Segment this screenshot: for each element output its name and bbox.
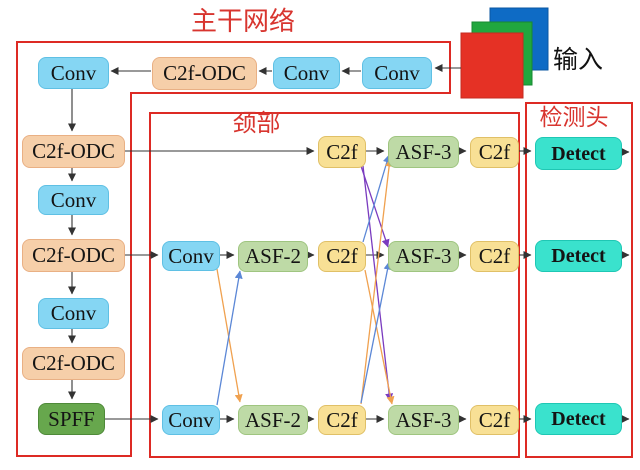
node-neck-row2-conv: Conv [162,241,220,271]
node-neck-row1-asf3: ASF-3 [388,136,459,168]
node-head-row2-detect: Detect [535,240,622,272]
node-neck-row3-asf3: ASF-3 [388,405,459,435]
backbone-region-box [16,41,451,457]
edges-group [68,64,630,423]
edge-orange-35 [360,158,394,405]
node-head-row1-detect: Detect [535,137,622,170]
backbone-title: 主干网络 [190,7,295,36]
node-backbone-top-conv-2: Conv [273,57,340,89]
head-title: 检测头 [539,105,609,130]
node-neck-row3-asf2: ASF-2 [238,405,308,435]
node-backbone-top-conv-3: Conv [362,57,432,89]
node-neck-row2-asf2: ASF-2 [238,241,308,272]
node-neck-row3-conv: Conv [162,405,220,435]
node-neck-row1-c2f-a: C2f [318,136,366,168]
node-neck-row2-c2f-a: C2f [318,241,366,272]
node-backbone-conv-1: Conv [38,185,109,215]
node-backbone-c2f-odc-2: C2f-ODC [22,239,125,272]
edge-blue-36 [360,261,392,404]
node-neck-row2-c2f-b: C2f [470,241,519,272]
node-neck-row1-c2f-b: C2f [470,137,519,168]
node-neck-row3-c2f-a: C2f [318,405,366,435]
node-backbone-c2f-odc-3: C2f-ODC [22,347,125,380]
node-backbone-top-conv-1: Conv [38,57,109,89]
edge-blue-33 [362,154,391,243]
edge-purple-32 [362,165,394,402]
neck-title: 颈部 [232,111,281,137]
node-neck-row3-c2f-b: C2f [470,405,519,435]
input-label: 输入 [552,47,603,74]
edge-blue-30 [216,270,243,406]
head-region-box [525,102,633,458]
node-backbone-c2f-odc-1: C2f-ODC [22,135,125,168]
node-head-row3-detect: Detect [535,403,622,435]
edge-purple-31 [360,165,390,248]
input-image-red [460,32,524,99]
edge-orange-34 [364,269,395,405]
neck-region-box [149,112,520,458]
node-backbone-spff: SPFF [38,403,105,435]
node-backbone-conv-2: Conv [38,298,109,329]
node-neck-row2-asf3: ASF-3 [388,241,459,272]
node-backbone-top-c2f-odc: C2f-ODC [152,57,257,90]
